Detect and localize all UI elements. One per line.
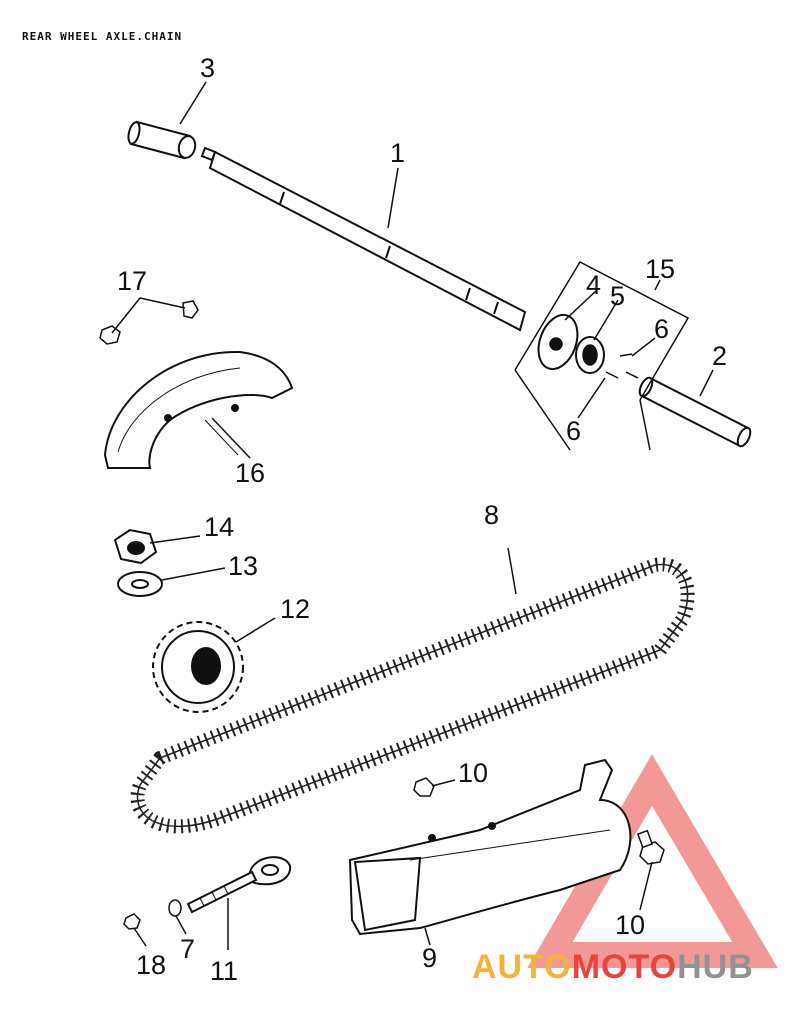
part-10-bolts (413, 777, 665, 911)
callout-7: 7 (180, 934, 196, 964)
callout-14: 14 (204, 512, 235, 542)
callout-16: 16 (235, 458, 266, 488)
part-8-chain (130, 547, 695, 834)
callout-13: 13 (228, 551, 259, 581)
callout-11: 11 (210, 956, 239, 986)
part-2-axle-end (638, 376, 752, 448)
callout-15: 15 (645, 254, 676, 284)
part-16-chain-guard (103, 350, 294, 469)
callout-6b: 6 (566, 416, 582, 446)
part-14-nut (113, 528, 201, 565)
part-11-adjuster-bolt (186, 856, 292, 950)
watermark-moto: MOTO (571, 948, 678, 986)
callout-8: 8 (484, 500, 500, 530)
part-9-swingarm-plate (348, 758, 632, 946)
part-1-axle-shaft (200, 146, 527, 332)
part-7-washer (168, 899, 187, 935)
part-13-washer (117, 567, 226, 597)
callout-3: 3 (200, 53, 216, 83)
watermark-logo: AUTOMOTOHUB (472, 950, 754, 984)
watermark-hub: HUB (677, 948, 754, 986)
callout-12: 12 (280, 594, 311, 624)
part-15-hub-assembly (514, 261, 690, 451)
callout-10a: 10 (458, 758, 489, 788)
callout-9: 9 (422, 943, 438, 973)
callout-2: 2 (712, 341, 728, 371)
callout-1: 1 (390, 138, 406, 168)
callout-6a: 6 (654, 314, 670, 344)
diagram-title: REAR WHEEL AXLE.CHAIN (22, 30, 183, 43)
callout-17: 17 (117, 266, 148, 296)
callout-10b: 10 (615, 910, 646, 940)
watermark-auto: AUTO (472, 948, 572, 986)
part-17-fasteners (99, 297, 199, 345)
callout-5: 5 (610, 281, 626, 311)
part-18-nut (123, 913, 147, 947)
callout-4: 4 (586, 270, 602, 300)
part-12-sprocket (152, 617, 276, 713)
leader-lines (179, 81, 714, 459)
callout-18: 18 (136, 950, 167, 980)
part-3-bushing (127, 120, 197, 160)
